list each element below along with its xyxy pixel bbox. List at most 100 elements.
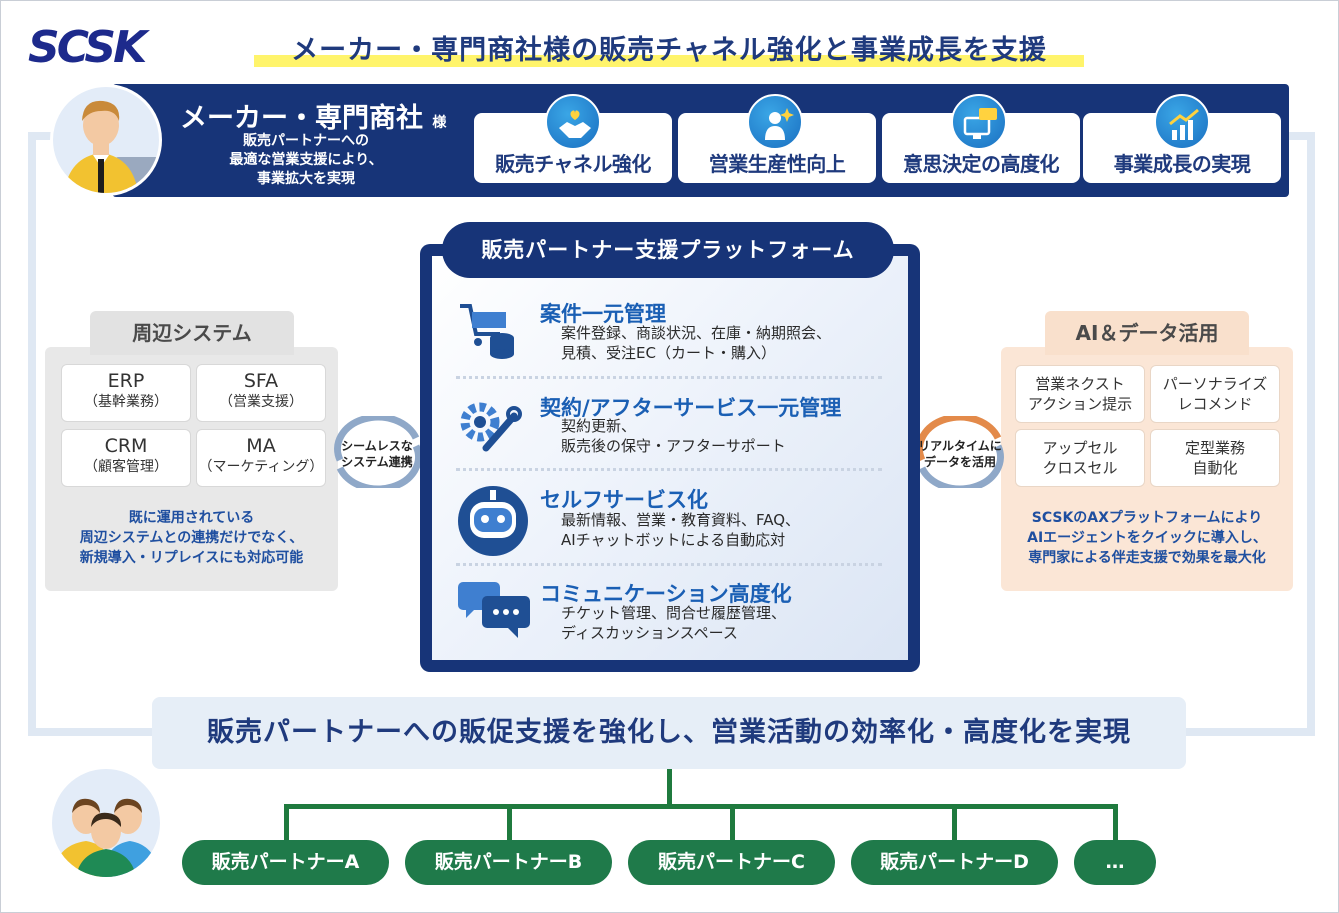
note-line: 既に運用されている (128, 510, 255, 526)
feature-title: 案件一元管理 (540, 302, 666, 326)
chat-bubbles-icon (458, 582, 530, 638)
ai-data-title: AI＆データ活用 (1045, 311, 1249, 355)
ai-item-line: レコメンド (1177, 395, 1253, 413)
system-erp: ERP （基幹業務） (61, 364, 191, 422)
outer-line-bottom-left (28, 728, 154, 736)
monitor-chat-icon (951, 94, 1007, 150)
robot-icon (458, 486, 528, 556)
ai-item-line: クロスセル (1042, 459, 1118, 477)
maker-desc-line: 事業拡大を実現 (257, 171, 355, 187)
note-line: 新規導入・リプレイスにも対応可能 (79, 550, 304, 566)
feature-desc-line: 販売後の保守・アフターサポート (561, 437, 786, 455)
partner-d: 販売パートナーD (851, 840, 1058, 885)
feature-separator (456, 468, 882, 471)
note-line: SCSKのAXプラットフォームにより (1031, 510, 1263, 526)
feature-title: セルフサービス化 (540, 488, 708, 512)
feature-desc-line: 最新情報、営業・教育資料、FAQ、 (561, 511, 801, 529)
ai-item-line: アクション提示 (1027, 395, 1133, 413)
feature-desc: 最新情報、営業・教育資料、FAQ、 AIチャットボットによる自動応対 (561, 510, 800, 550)
partner-a: 販売パートナーA (182, 840, 389, 885)
note-line: 周辺システムとの連携だけでなく、 (79, 530, 304, 546)
outer-line-top-left (28, 132, 68, 140)
system-sub: （顧客管理） (84, 459, 168, 475)
partners-group-avatar-icon (52, 769, 160, 877)
goal-label: 事業成長の実現 (1113, 152, 1251, 176)
tree-drop (507, 804, 512, 842)
feature-desc-line: チケット管理、問合せ履歴管理、 (561, 604, 787, 622)
maker-name: メーカー・専門商社 様 (180, 96, 446, 135)
sync-arrows-icon (334, 416, 422, 488)
platform-body (432, 256, 908, 660)
ai-data-note: SCSKのAXプラットフォームにより AIエージェントをクイックに導入し、 専門… (1001, 508, 1293, 568)
feature-title: コミュニケーション高度化 (540, 582, 792, 606)
ai-item-line: 定型業務 (1184, 439, 1245, 457)
system-link-label: シームレスな システム連携 (334, 438, 420, 470)
connector-line: シームレスな (341, 439, 413, 453)
system-name: CRM (104, 435, 148, 457)
outer-line-right (1307, 132, 1315, 736)
partner-c: 販売パートナーC (628, 840, 835, 885)
title-highlight (254, 55, 1084, 67)
scsk-logo: SCSK (28, 22, 147, 73)
system-sfa: SFA （営業支援） (196, 364, 326, 422)
system-name: SFA (243, 370, 279, 392)
feature-desc-line: 契約更新、 (561, 417, 637, 435)
tree-branch (284, 804, 1118, 809)
ai-item-line: アップセル (1042, 439, 1118, 457)
feature-title: 契約/アフターサービス一元管理 (540, 396, 842, 420)
system-crm: CRM （顧客管理） (61, 429, 191, 487)
note-line: 専門家による伴走支援で効果を最大化 (1028, 550, 1266, 566)
connector-line: データを活用 (923, 455, 996, 469)
goal-label: 販売チャネル強化 (495, 152, 651, 176)
businessman-avatar-icon (50, 84, 162, 196)
cart-database-icon (460, 304, 514, 359)
ai-item-line: 営業ネクスト (1035, 375, 1125, 393)
ai-item-next-action: 営業ネクスト アクション提示 (1015, 365, 1145, 423)
connector-line: リアルタイムに (918, 439, 1002, 453)
result-statement: 販売パートナーへの販促支援を強化し、営業活動の効率化・高度化を実現 (152, 697, 1186, 769)
maker-honorific: 様 (432, 115, 447, 131)
surrounding-systems-title: 周辺システム (90, 311, 294, 355)
tree-drop (284, 804, 289, 842)
feature-desc-line: ディスカッションスペース (561, 624, 738, 642)
tree-drop (1113, 804, 1118, 842)
data-use-label: リアルタイムに データを活用 (914, 438, 1006, 470)
ai-item-line: 自動化 (1192, 459, 1238, 477)
feature-desc: 契約更新、 販売後の保守・アフターサポート (561, 416, 786, 456)
person-sparkle-icon (747, 94, 803, 150)
maker-name-text: メーカー・専門商社 (180, 103, 423, 134)
system-sub: （マーケティング） (198, 459, 324, 475)
maker-desc-line: 販売パートナーへの (243, 133, 369, 149)
handshake-icon (545, 94, 601, 150)
feature-desc-line: 案件登録、商談状況、在庫・納期照会、 (561, 324, 832, 342)
ai-item-line: パーソナライズ (1162, 375, 1268, 393)
outer-line-bottom-right (1184, 728, 1315, 736)
tree-trunk (667, 769, 672, 806)
feature-separator (456, 376, 882, 379)
feature-desc-line: AIチャットボットによる自動応対 (561, 531, 786, 549)
growth-chart-icon (1154, 94, 1210, 150)
partner-b: 販売パートナーB (405, 840, 612, 885)
note-line: AIエージェントをクイックに導入し、 (1027, 530, 1267, 546)
goal-label: 意思決定の高度化 (903, 152, 1060, 176)
platform-title: 販売パートナー支援プラットフォーム (442, 222, 894, 278)
feature-desc-line: 見積、受注EC（カート・購入） (561, 344, 776, 362)
surrounding-systems-note: 既に運用されている 周辺システムとの連携だけでなく、 新規導入・リプレイスにも対… (45, 508, 338, 568)
goal-label: 営業生産性向上 (708, 152, 846, 176)
outer-line-left (28, 132, 36, 736)
page-title: メーカー・専門商社様の販売チャネル強化と事業成長を支援 (291, 35, 1047, 66)
ai-item-automation: 定型業務 自動化 (1150, 429, 1280, 487)
ai-item-upsell: アップセル クロスセル (1015, 429, 1145, 487)
maker-desc-line: 最適な営業支援により、 (229, 152, 383, 168)
outer-line-top-right (1289, 132, 1315, 140)
feature-desc: チケット管理、問合せ履歴管理、 ディスカッションスペース (561, 603, 786, 643)
system-name: MA (246, 435, 276, 457)
system-sub: （基幹業務） (84, 394, 168, 410)
system-sub: （営業支援） (219, 394, 303, 410)
maker-description: 販売パートナーへの 最適な営業支援により、 事業拡大を実現 (196, 132, 416, 189)
partner-more: … (1074, 840, 1156, 885)
tree-drop (730, 804, 735, 842)
ai-item-personalize: パーソナライズ レコメンド (1150, 365, 1280, 423)
connector-line: システム連携 (341, 455, 413, 469)
system-ma: MA （マーケティング） (196, 429, 326, 487)
